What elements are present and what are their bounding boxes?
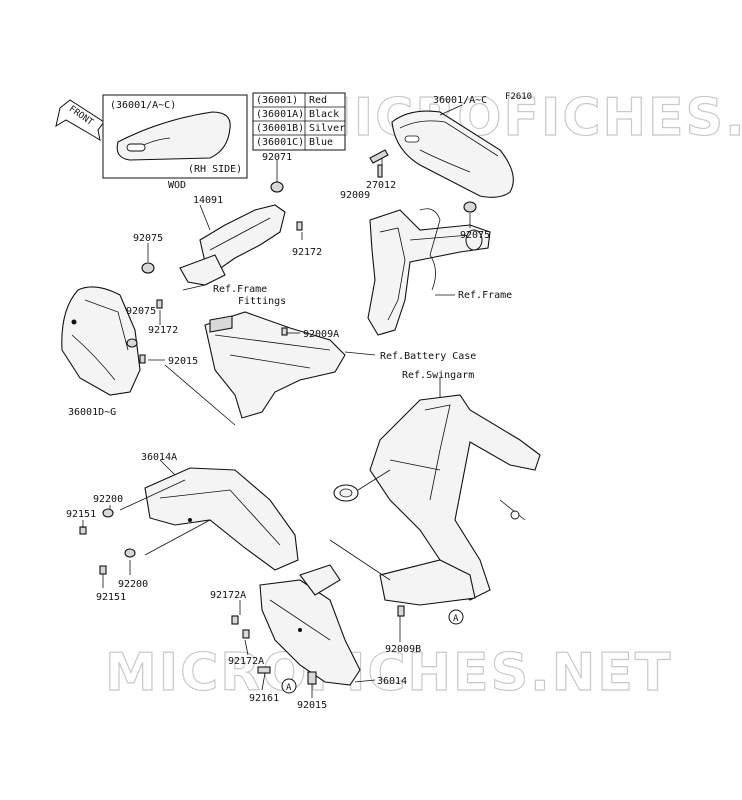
label-92172-mid: 92172 (148, 325, 178, 336)
label-36001-dg: 36001D~G (68, 407, 116, 418)
figure-code: F2610 (505, 92, 532, 102)
label-92200-top: 92200 (93, 494, 123, 505)
label-36014: 36014 (377, 676, 407, 687)
label-92151-bot: 92151 (96, 592, 126, 603)
leader-lines (82, 104, 471, 698)
inset-label: WOD (168, 180, 186, 191)
label-92015-top: 92015 (168, 356, 198, 367)
color-name-1: Black (309, 109, 339, 120)
label-92009: 92009 (340, 190, 370, 201)
chain-guard-upper (144, 467, 299, 571)
inset-side-note: (RH SIDE) (188, 164, 242, 175)
label-14091: 14091 (193, 195, 223, 206)
label-92172a-bot: 92172A (228, 656, 264, 667)
label-92075-left: 92075 (133, 233, 163, 244)
side-cover-right (391, 110, 514, 198)
label-92075-mid: 92075 (126, 306, 156, 317)
ref-swingarm: Ref.Swingarm (402, 370, 474, 381)
color-name-3: Blue (309, 137, 333, 148)
color-name-0: Red (309, 95, 327, 106)
inset-part-ref: (36001/A~C) (110, 100, 176, 111)
swingarm (333, 394, 541, 606)
battery-case-bracket (204, 311, 346, 419)
frame-structure (367, 208, 491, 336)
label-36001-ac: 36001/A~C (433, 95, 487, 106)
inset-box: (36001/A~C) (RH SIDE) WOD (102, 94, 248, 191)
marker-a-right-label: A (453, 614, 459, 624)
side-cover-left (61, 286, 141, 396)
marker-a-left-label: A (286, 683, 292, 693)
label-92172a-top: 92172A (210, 590, 246, 601)
color-code-2: (36001B) (256, 123, 304, 134)
label-36014a: 36014A (141, 452, 177, 463)
ref-frame-fittings-line2: Fittings (238, 296, 286, 307)
label-92009a: 92009A (303, 329, 339, 340)
marker-a-left: A (281, 678, 297, 694)
color-code-0: (36001) (256, 95, 298, 106)
label-92075-right: 92075 (460, 230, 490, 241)
label-92071: 92071 (262, 152, 292, 163)
watermark-top: MICROFICHES.NET (300, 88, 742, 148)
label-92161: 92161 (249, 693, 279, 704)
label-27012: 27012 (366, 180, 396, 191)
chain-guard-lower (259, 564, 361, 686)
watermark-bottom: MICROFICHES.NET (105, 643, 672, 703)
color-code-3: (36001C) (256, 137, 304, 148)
front-arrow-icon: FRONT (55, 99, 105, 142)
label-92015-bot: 92015 (297, 700, 327, 711)
label-92009b: 92009B (385, 644, 421, 655)
color-code-1: (36001A) (256, 109, 304, 120)
color-table: (36001) Red (36001A) Black (36001B) Silv… (252, 92, 346, 151)
bracket-14091 (179, 204, 286, 286)
ref-frame-fittings-line1: Ref.Frame (213, 284, 267, 295)
ref-battery-case: Ref.Battery Case (380, 351, 476, 362)
ref-frame: Ref.Frame (458, 290, 512, 301)
label-92172-top: 92172 (292, 247, 322, 258)
label-92200-bot: 92200 (118, 579, 148, 590)
fasteners (79, 149, 477, 685)
color-name-2: Silver (309, 123, 345, 134)
label-92151-top: 92151 (66, 509, 96, 520)
marker-a-right: A (448, 609, 464, 625)
